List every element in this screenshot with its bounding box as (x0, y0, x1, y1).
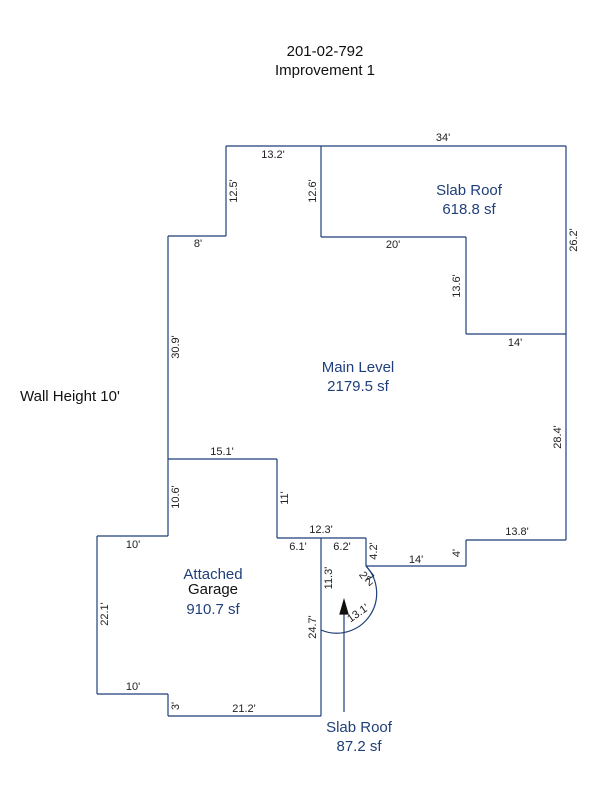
dim-22-1: 22.1' (99, 602, 111, 626)
dim-14-bottom: 14' (409, 554, 423, 566)
dim-10-top: 10' (126, 539, 140, 551)
garage-name-line2: Garage (188, 581, 238, 598)
dim-12-3: 12.3' (309, 524, 333, 536)
dim-13-2: 13.2' (261, 149, 285, 161)
dim-20: 20' (386, 239, 400, 251)
pointer-arrowhead-icon (339, 597, 349, 615)
dim-11: 11' (279, 491, 291, 505)
slab-roof-top-name: Slab Roof (436, 182, 503, 199)
slab-roof-bottom-area: 87.2 sf (336, 738, 382, 755)
dim-10-bottom: 10' (126, 681, 140, 693)
dim-12-5: 12.5' (228, 179, 240, 203)
dim-10-6: 10.6' (170, 485, 182, 509)
main-level-name: Main Level (322, 359, 395, 376)
garage-name-line1: Attached (183, 566, 242, 583)
dim-4: 4' (451, 549, 463, 557)
parcel-id: 201-02-792 (286, 43, 364, 60)
arc-13-1 (320, 565, 378, 634)
garage-area: 910.7 sf (186, 601, 240, 618)
dim-11-3: 11.3' (323, 567, 335, 590)
dim-30-9: 30.9' (170, 335, 182, 359)
dim-26-2: 26.2' (568, 228, 580, 252)
dim-8: 8' (194, 238, 202, 250)
slab-roof-top-area: 618.8 sf (442, 201, 496, 218)
main-level-area: 2179.5 sf (327, 378, 390, 395)
dim-13-6: 13.6' (451, 274, 463, 298)
dim-3: 3' (170, 702, 182, 710)
dim-21-2: 21.2' (232, 703, 256, 715)
improvement-label: Improvement 1 (274, 62, 376, 79)
dim-28-4: 28.4' (552, 425, 564, 449)
wall-height-label: Wall Height 10' (20, 388, 120, 405)
dim-24-7: 24.7' (307, 615, 319, 639)
dim-15-1: 15.1' (210, 446, 234, 458)
dim-34: 34' (436, 132, 450, 144)
dim-13-1: 13.1' (345, 602, 371, 625)
dim-13-8: 13.8' (505, 526, 529, 538)
slab-roof-bottom-name: Slab Roof (326, 719, 393, 736)
dim-6-2: 6.2' (333, 541, 350, 553)
dim-4-2: 4.2' (368, 542, 380, 559)
dim-12-6: 12.6' (307, 179, 319, 203)
dim-6-1: 6.1' (289, 541, 306, 553)
dim-14-top: 14' (508, 337, 522, 349)
